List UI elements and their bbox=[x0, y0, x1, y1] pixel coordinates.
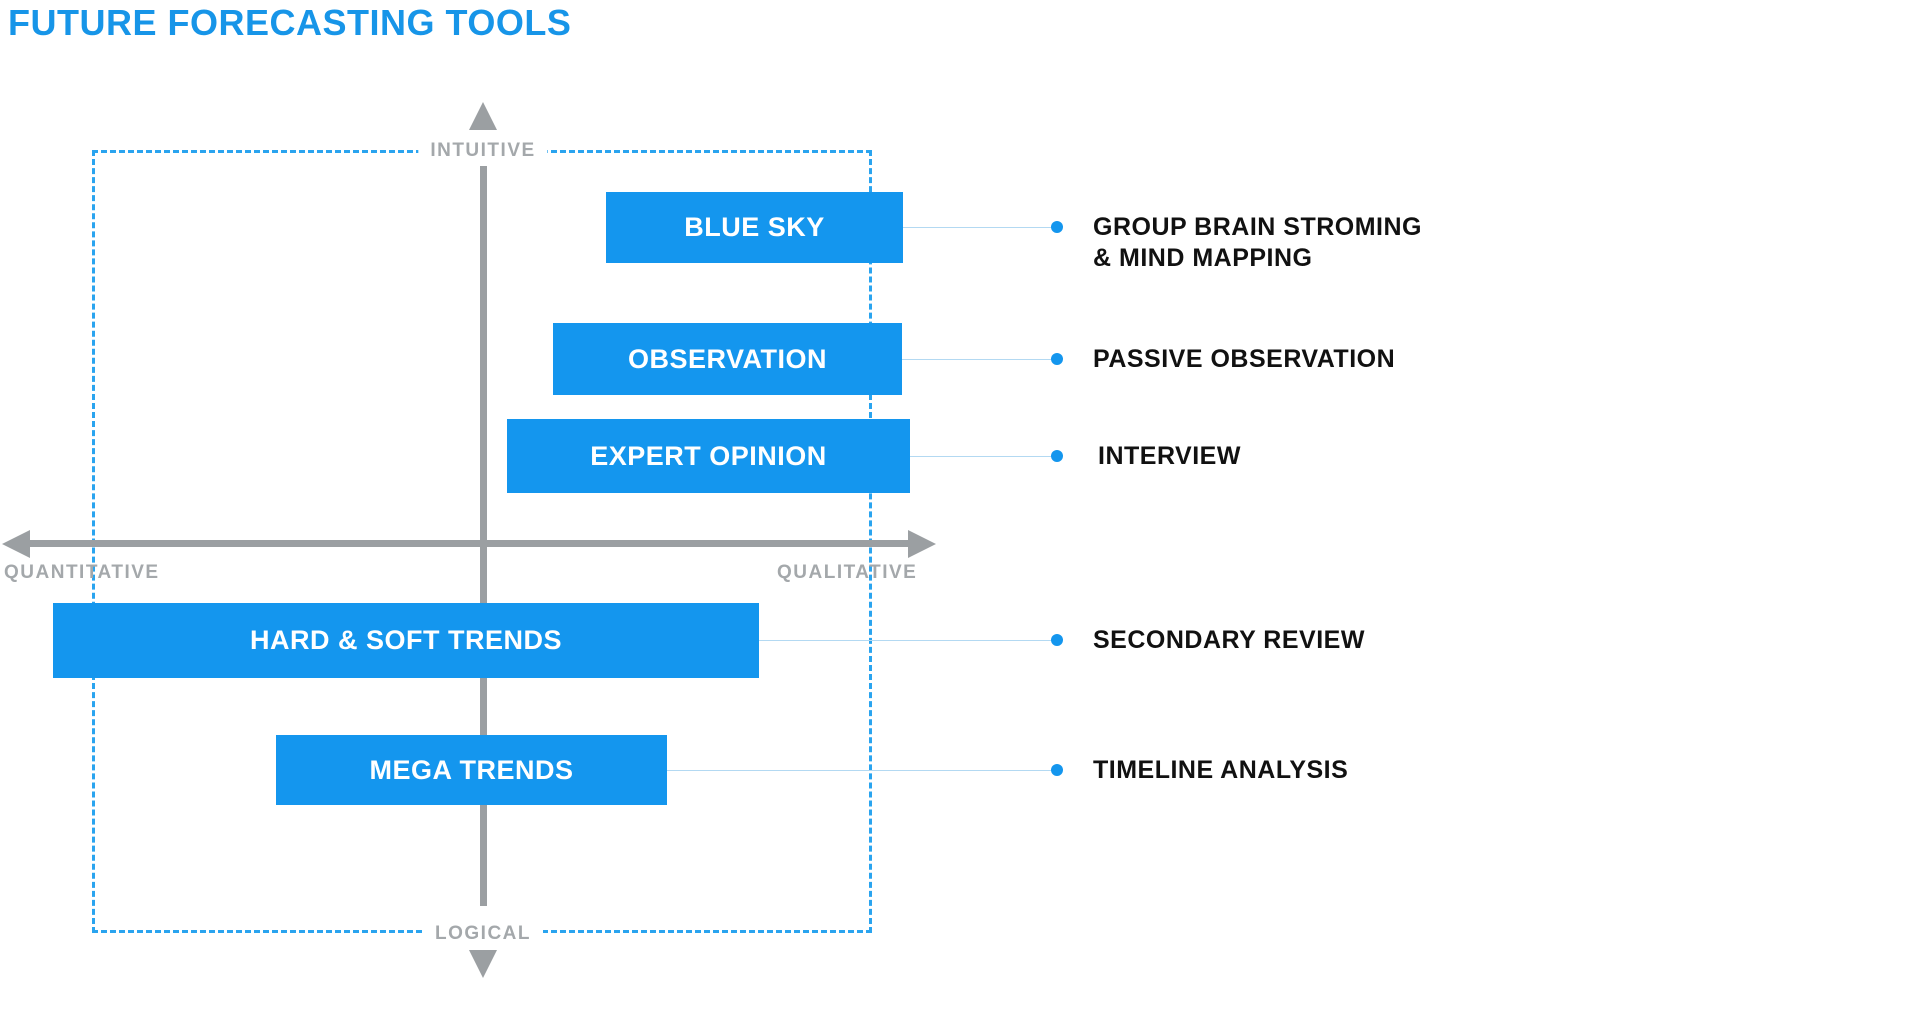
bullet-dot-icon bbox=[1051, 353, 1063, 365]
annotation-line: & MIND MAPPING bbox=[1093, 244, 1313, 272]
connector-line bbox=[903, 227, 1051, 228]
annotation-line: SECONDARY REVIEW bbox=[1093, 626, 1365, 654]
tool-box-observation: OBSERVATION bbox=[553, 323, 902, 395]
tool-box-expert-opinion: EXPERT OPINION bbox=[507, 419, 910, 493]
bullet-dot-icon bbox=[1051, 634, 1063, 646]
bullet-dot-icon bbox=[1051, 450, 1063, 462]
page-title: FUTURE FORECASTING TOOLS bbox=[8, 2, 572, 43]
annotation-line: TIMELINE ANALYSIS bbox=[1093, 756, 1349, 784]
axis-label-logical: LOGICAL bbox=[423, 923, 543, 945]
connector-line bbox=[759, 640, 1051, 641]
tool-box-mega-trends: MEGA TRENDS bbox=[276, 735, 667, 805]
axis-arrow-up-icon bbox=[469, 102, 497, 130]
axis-arrow-right-icon bbox=[908, 529, 936, 558]
axis-label-quantitative: QUANTITATIVE bbox=[4, 562, 160, 583]
tool-box-blue-sky: BLUE SKY bbox=[606, 192, 903, 263]
connector-line bbox=[902, 359, 1051, 360]
axis-arrow-left-icon bbox=[2, 529, 30, 558]
annotation-mega-trends: TIMELINE ANALYSIS bbox=[1093, 755, 1348, 786]
annotation-observation: PASSIVE OBSERVATION bbox=[1093, 344, 1395, 375]
annotation-line: INTERVIEW bbox=[1098, 442, 1241, 470]
vertical-axis-line bbox=[480, 166, 487, 906]
connector-line bbox=[910, 456, 1051, 457]
horizontal-axis-line bbox=[22, 540, 912, 547]
annotation-line: GROUP BRAIN STROMING bbox=[1093, 213, 1422, 241]
bullet-dot-icon bbox=[1051, 221, 1063, 233]
connector-line bbox=[667, 770, 1051, 771]
annotation-line: PASSIVE OBSERVATION bbox=[1093, 345, 1396, 373]
annotation-expert-opinion: INTERVIEW bbox=[1098, 441, 1241, 472]
axis-arrow-down-icon bbox=[469, 950, 497, 978]
bullet-dot-icon bbox=[1051, 764, 1063, 776]
tool-box-hard-soft-trends: HARD & SOFT TRENDS bbox=[53, 603, 759, 678]
annotation-hard-soft-trends: SECONDARY REVIEW bbox=[1093, 625, 1365, 656]
annotation-blue-sky: GROUP BRAIN STROMING & MIND MAPPING bbox=[1093, 212, 1422, 274]
axis-label-intuitive: INTUITIVE bbox=[418, 140, 548, 162]
axis-label-qualitative: QUALITATIVE bbox=[777, 562, 918, 583]
